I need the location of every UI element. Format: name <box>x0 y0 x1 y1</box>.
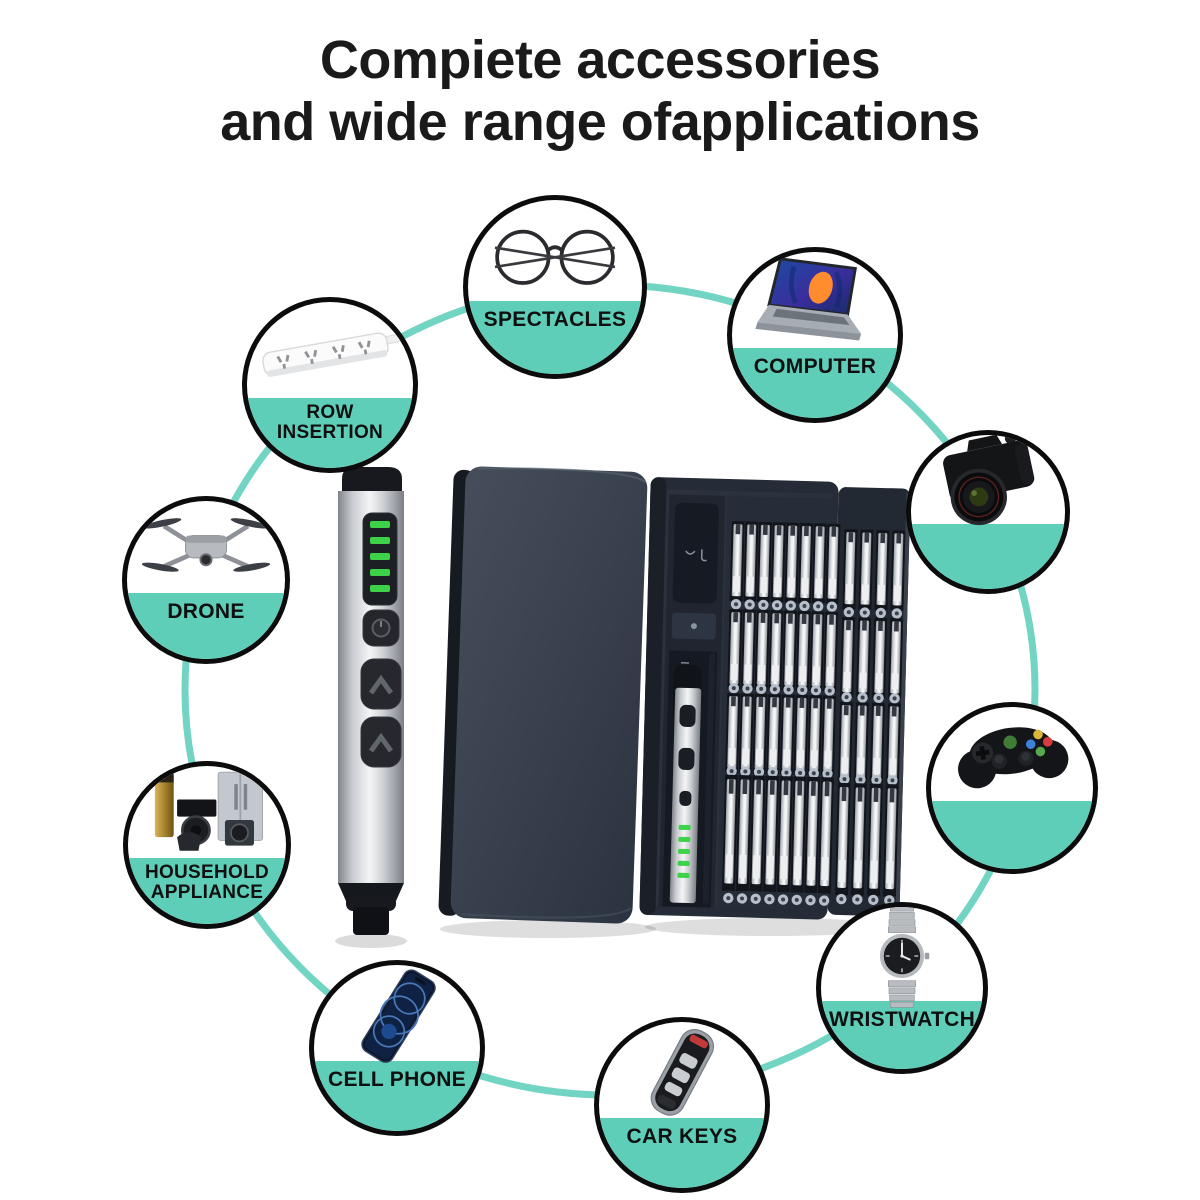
app-label: CAR KEYS <box>626 1125 738 1149</box>
app-circle-wristwatch: WRISTWATCH <box>816 902 988 1074</box>
reverse-button <box>360 716 402 768</box>
battery-led-bars <box>370 521 390 592</box>
closed-case-shadow <box>440 920 656 938</box>
closed-case <box>438 466 648 924</box>
app-label: HOUSEHOLD APPLIANCE <box>144 861 270 903</box>
app-circle-spectacles: SPECTACLES <box>463 195 647 379</box>
pen-chuck <box>353 907 389 935</box>
label-band <box>821 1000 983 1069</box>
appliances-icon <box>154 771 263 851</box>
forward-button <box>360 658 402 710</box>
label-band <box>468 300 642 374</box>
laptop-icon <box>755 256 862 341</box>
app-label: WRISTWATCH <box>828 1007 976 1031</box>
title-line-1: Compiete accessories <box>319 30 881 90</box>
pen-shadow <box>335 934 407 948</box>
car-key-icon <box>650 1028 715 1116</box>
app-label: DRONE <box>167 599 245 623</box>
title-line-2: and wide range ofapplications <box>220 91 980 152</box>
bit-grid <box>716 495 842 911</box>
screwdriver-set-image <box>335 466 910 948</box>
gamepad-icon <box>958 727 1069 789</box>
watch-icon <box>879 907 930 1009</box>
app-label <box>911 524 1065 532</box>
app-label: ROW INSERTION <box>276 402 384 444</box>
app-label: COMPUTER <box>753 355 877 379</box>
label-band <box>732 348 898 418</box>
page-title: Compiete accessories and wide range ofap… <box>0 30 1200 153</box>
app-circle-game-controller <box>926 702 1098 874</box>
electric-screwdriver-pen <box>338 467 404 935</box>
app-circle-drone: DRONE <box>122 496 290 664</box>
app-circle-car-keys: CAR KEYS <box>594 1017 770 1193</box>
power-strip-icon <box>262 332 401 377</box>
label-band <box>599 1118 765 1188</box>
label-band <box>247 398 413 468</box>
label-band <box>314 1061 480 1131</box>
app-label: CELL PHONE <box>328 1068 466 1092</box>
driver-compartment <box>658 494 726 908</box>
app-circle-camera <box>906 430 1070 594</box>
phone-icon <box>361 969 436 1063</box>
app-circle-computer: COMPUTER <box>727 247 903 423</box>
bit-tray-main-panel <box>639 477 841 920</box>
label-band <box>127 592 285 659</box>
drone-icon <box>141 518 271 572</box>
app-label: SPECTACLES <box>483 307 627 331</box>
app-circle-row-insertion: ROW INSERTION <box>242 297 418 473</box>
app-label <box>931 801 1093 809</box>
label-band <box>128 857 286 924</box>
bit-tray-back-panel <box>827 487 910 917</box>
open-case-shadow <box>645 918 895 936</box>
camera-icon <box>943 435 1035 526</box>
spectacles-icon <box>494 229 616 285</box>
app-circle-household-appliance: HOUSEHOLD APPLIANCE <box>123 761 291 929</box>
label-band <box>911 524 1065 589</box>
power-button <box>362 609 400 647</box>
label-band <box>931 800 1093 869</box>
app-circle-cell-phone: CELL PHONE <box>309 960 485 1136</box>
open-bit-case <box>639 477 910 920</box>
